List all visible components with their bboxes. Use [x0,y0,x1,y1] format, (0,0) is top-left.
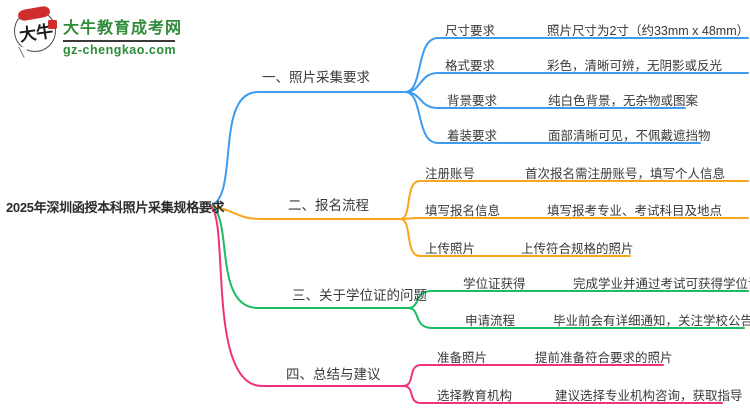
logo-bubble-tail [15,45,28,58]
branch4-child-0-line [402,364,664,387]
logo-domain: gz-chengkao.com [63,43,177,57]
branch3-child-1-line [407,307,745,329]
child-node-label: 上传照片 [425,242,476,256]
child-node-value: 彩色，清晰可辨，无阴影或反光 [547,59,723,73]
child-node-label: 学位证获得 [463,277,526,291]
child-node-value: 照片尺寸为2寸（约33mm x 48mm） [547,24,750,38]
root-topic: 2025年深圳函授本科照片采集规格要求 [6,200,225,215]
branch2-topic: 二、报名流程 [288,198,369,213]
branch4-spine [209,205,404,387]
branch4-topic: 四、总结与建议 [286,367,381,382]
child-node-label: 尺寸要求 [445,24,496,38]
logo-site-name: 大牛教育成考网 [63,20,183,37]
child-node-value: 毕业前会有详细通知，关注学校公告 [553,314,750,328]
child-node-label: 着装要求 [447,129,498,143]
child-node-label: 背景要求 [447,94,498,108]
branch1-child-1-line [404,72,749,93]
child-node-value: 纯白色背景，无杂物或图案 [548,94,699,108]
child-node-value: 上传符合规格的照片 [521,242,634,256]
child-node-value: 填写报考专业、考试科目及地点 [547,204,723,218]
child-node-label: 选择教育机构 [437,389,513,403]
child-node-label: 注册账号 [425,167,476,181]
branch2-child-2-line [399,218,631,257]
child-node-value: 提前准备符合要求的照片 [535,351,673,365]
child-node-value: 建议选择专业机构咨询，获取指导 [555,389,743,403]
branch1-spine [209,91,406,207]
branch3-topic: 三、关于学位证的问题 [292,288,427,303]
child-node-value: 面部清晰可见，不佩戴遮挡物 [548,129,711,143]
branch4-child-1-line [402,385,723,404]
site-logo: 大牛 大牛教育成考网 gz-chengkao.com [14,5,183,58]
branch1-child-0-line [404,37,749,93]
logo-divider [63,40,175,42]
branch3-child-0-line [407,290,749,309]
child-node-label: 格式要求 [445,59,496,73]
branch3-spine [209,205,409,309]
branch1-topic: 一、照片采集要求 [262,70,370,85]
child-node-label: 申请流程 [465,314,516,328]
child-node-label: 准备照片 [437,351,488,365]
branch2-child-0-line [399,180,749,220]
child-node-label: 填写报名信息 [425,204,501,218]
child-node-value: 完成学业并通过考试可获得学位证 [573,277,750,291]
branch2-spine [209,205,401,220]
logo-seal-icon [48,20,57,29]
child-node-value: 首次报名需注册账号，填写个人信息 [525,167,726,181]
branch1-child-3-line [404,91,701,144]
logo-bubble-icon: 大牛 [14,5,57,58]
